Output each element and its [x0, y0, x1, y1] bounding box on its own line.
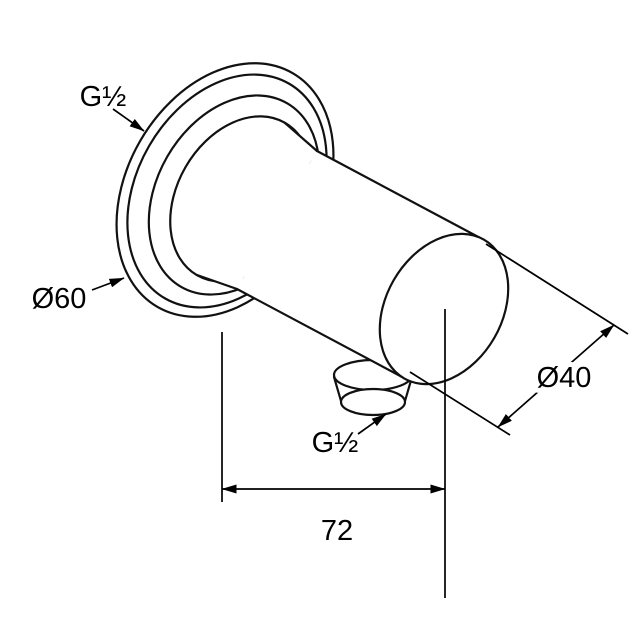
dim-label-flange-diameter: Ø60	[32, 283, 87, 315]
cylinder-end-face	[378, 232, 510, 386]
cylinder-bottom-edge	[235, 287, 406, 380]
outlet-nipple-thread-face	[339, 387, 407, 417]
fixture-outline	[115, 62, 510, 417]
leader-flange-diameter	[91, 277, 125, 291]
leader-outlet-thread	[357, 413, 387, 435]
dimension-line-outlet-diameter	[497, 324, 615, 428]
cone-body	[197, 123, 317, 289]
dimension-annotations: G½ Ø60 Ø40 G½ 72	[32, 81, 629, 598]
leader-thread-top	[112, 108, 145, 132]
cone-top-edge	[283, 121, 319, 153]
extension-line-outlet-top	[485, 243, 629, 335]
extension-line-outlet-bottom	[409, 371, 511, 436]
dim-label-thread-top: G½	[80, 81, 127, 113]
dim-label-length: 72	[321, 515, 353, 547]
cylinder-top-edge	[315, 149, 486, 242]
outlet-nipple-left-edge	[332, 375, 343, 403]
dim-label-outlet-diameter: Ø40	[537, 362, 592, 394]
cone-bottom-edge	[195, 273, 239, 291]
dim-label-outlet-thread: G½	[312, 427, 359, 459]
